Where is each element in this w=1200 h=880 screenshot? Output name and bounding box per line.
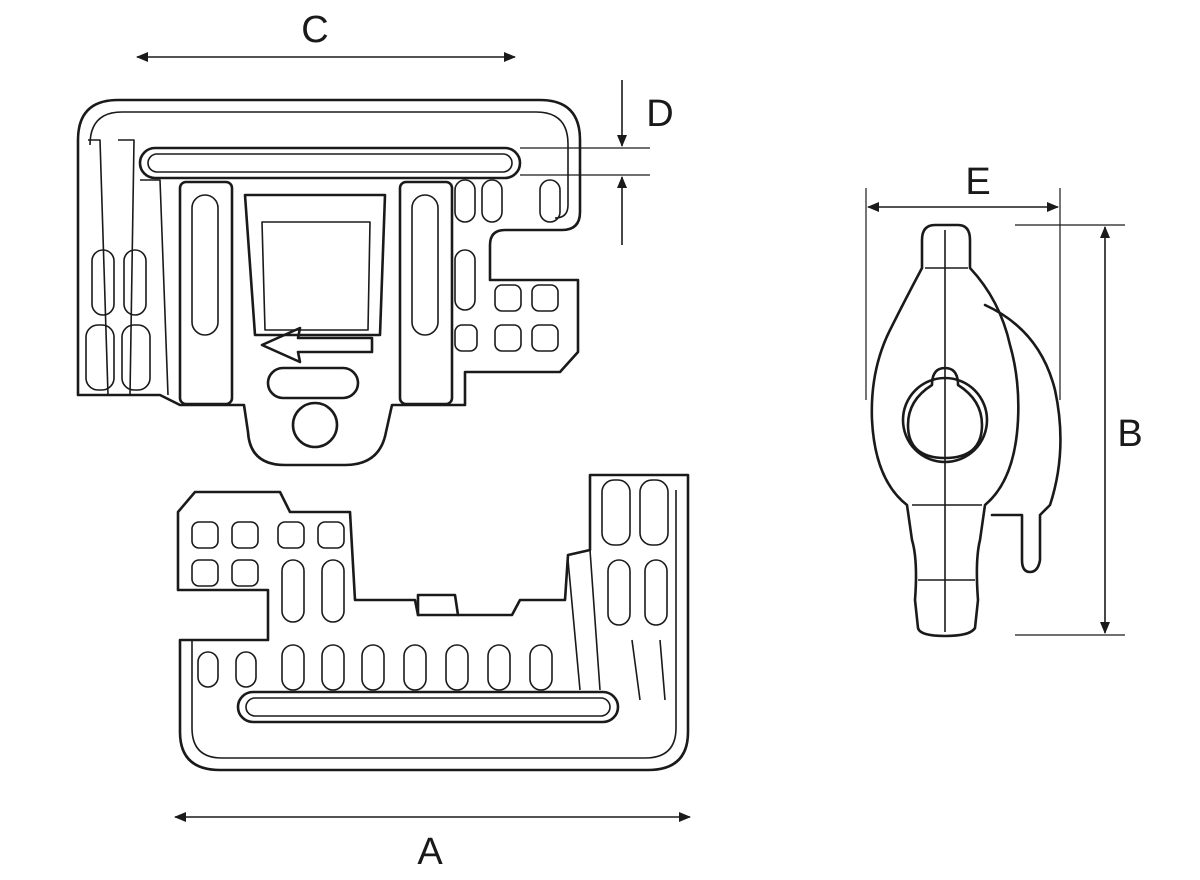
dimension-b: B bbox=[1015, 224, 1143, 636]
dimension-c: C bbox=[136, 9, 516, 62]
left-ribs bbox=[85, 249, 151, 391]
dimension-e: E bbox=[865, 161, 1061, 400]
dimension-a: A bbox=[174, 812, 691, 873]
direction-arrow-icon bbox=[260, 326, 374, 364]
label-c: C bbox=[301, 9, 328, 51]
label-b: B bbox=[1117, 413, 1142, 455]
right-grid-holes bbox=[454, 284, 559, 352]
bottom-ribs bbox=[197, 479, 669, 691]
top-buckle-part bbox=[76, 98, 582, 467]
dimension-d: D bbox=[520, 80, 674, 245]
label-d: D bbox=[646, 93, 673, 135]
bottom-buckle-part bbox=[176, 473, 690, 772]
side-view bbox=[870, 223, 1062, 638]
bottom-grid-holes bbox=[191, 521, 345, 623]
label-e: E bbox=[965, 161, 990, 203]
label-a: A bbox=[417, 831, 443, 873]
